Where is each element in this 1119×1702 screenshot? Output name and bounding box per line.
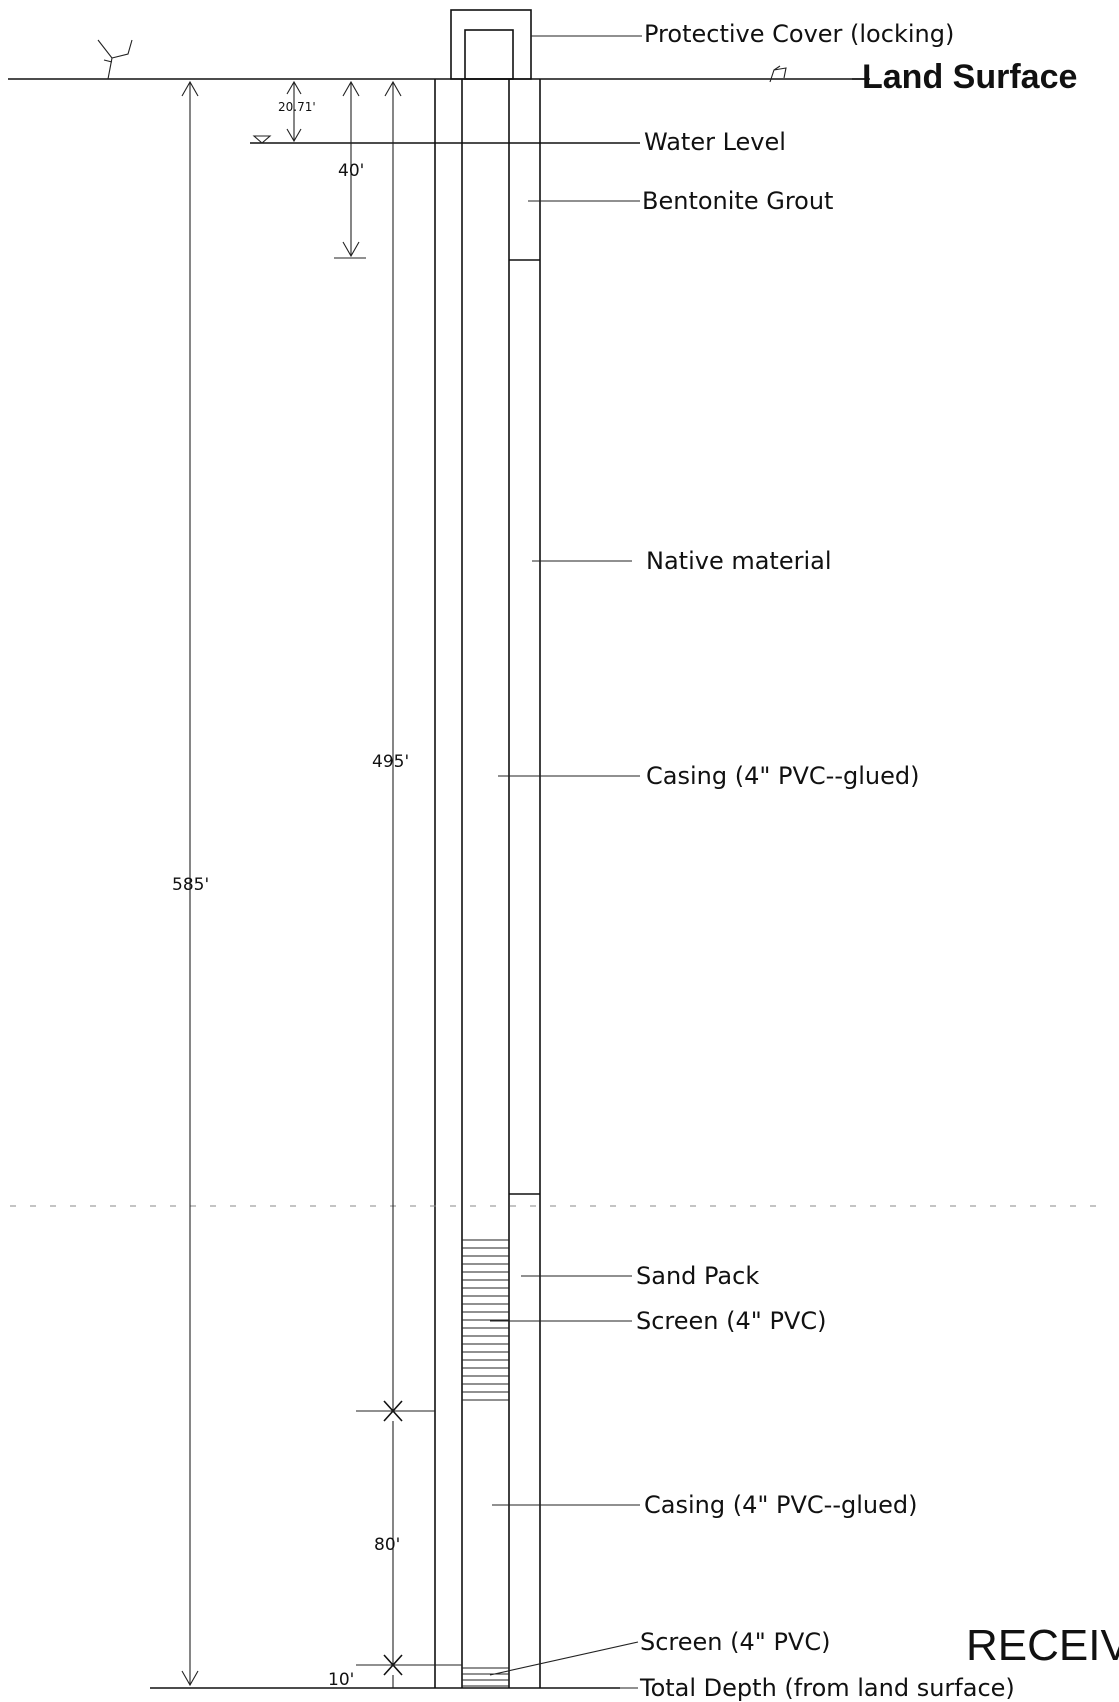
received-stamp: RECEIV [966, 1621, 1119, 1670]
dim-grout-arrow-bottom [342, 241, 360, 258]
dim-label-water: 20.71' [278, 100, 316, 114]
upper-screen-hatch [462, 1239, 509, 1401]
dim-grout-arrow-top [342, 80, 360, 97]
dim-label-upper: 495' [372, 752, 409, 772]
label-sand-pack: Sand Pack [636, 1262, 759, 1290]
water-level-triangle [252, 135, 272, 144]
casing-top [464, 29, 514, 80]
label-casing-lower: Casing (4" PVC--glued) [644, 1491, 917, 1519]
dim-label-lower: 80' [374, 1535, 400, 1555]
dim-total-arrow-top [181, 80, 199, 97]
dim-water-arrow-bottom [286, 128, 302, 143]
leader-screen-lower [489, 1641, 639, 1676]
label-casing-upper: Casing (4" PVC--glued) [646, 762, 919, 790]
dim-label-total: 585' [172, 875, 209, 895]
label-protective-cover: Protective Cover (locking) [644, 20, 954, 48]
label-land-surface: Land Surface [862, 58, 1077, 96]
label-total-depth: Total Depth (from land surface) [639, 1674, 1015, 1702]
lower-screen-hatch [462, 1667, 509, 1687]
label-screen-lower: Screen (4" PVC) [640, 1628, 830, 1656]
label-water-level: Water Level [644, 128, 786, 156]
grass-tuft-right [769, 65, 787, 83]
dim-label-grout: 40' [338, 161, 364, 181]
label-bentonite-grout: Bentonite Grout [642, 187, 833, 215]
label-screen-upper: Screen (4" PVC) [636, 1307, 826, 1335]
dim-total-arrow-bottom [181, 1670, 199, 1687]
protective-cover [450, 9, 532, 80]
dim-water-arrow-top [286, 80, 302, 95]
label-native-material: Native material [646, 547, 832, 575]
grass-tuft-left [97, 39, 133, 80]
dim-label-bottom: 10' [328, 1670, 354, 1690]
dim-upper-arrow-top [384, 80, 402, 97]
